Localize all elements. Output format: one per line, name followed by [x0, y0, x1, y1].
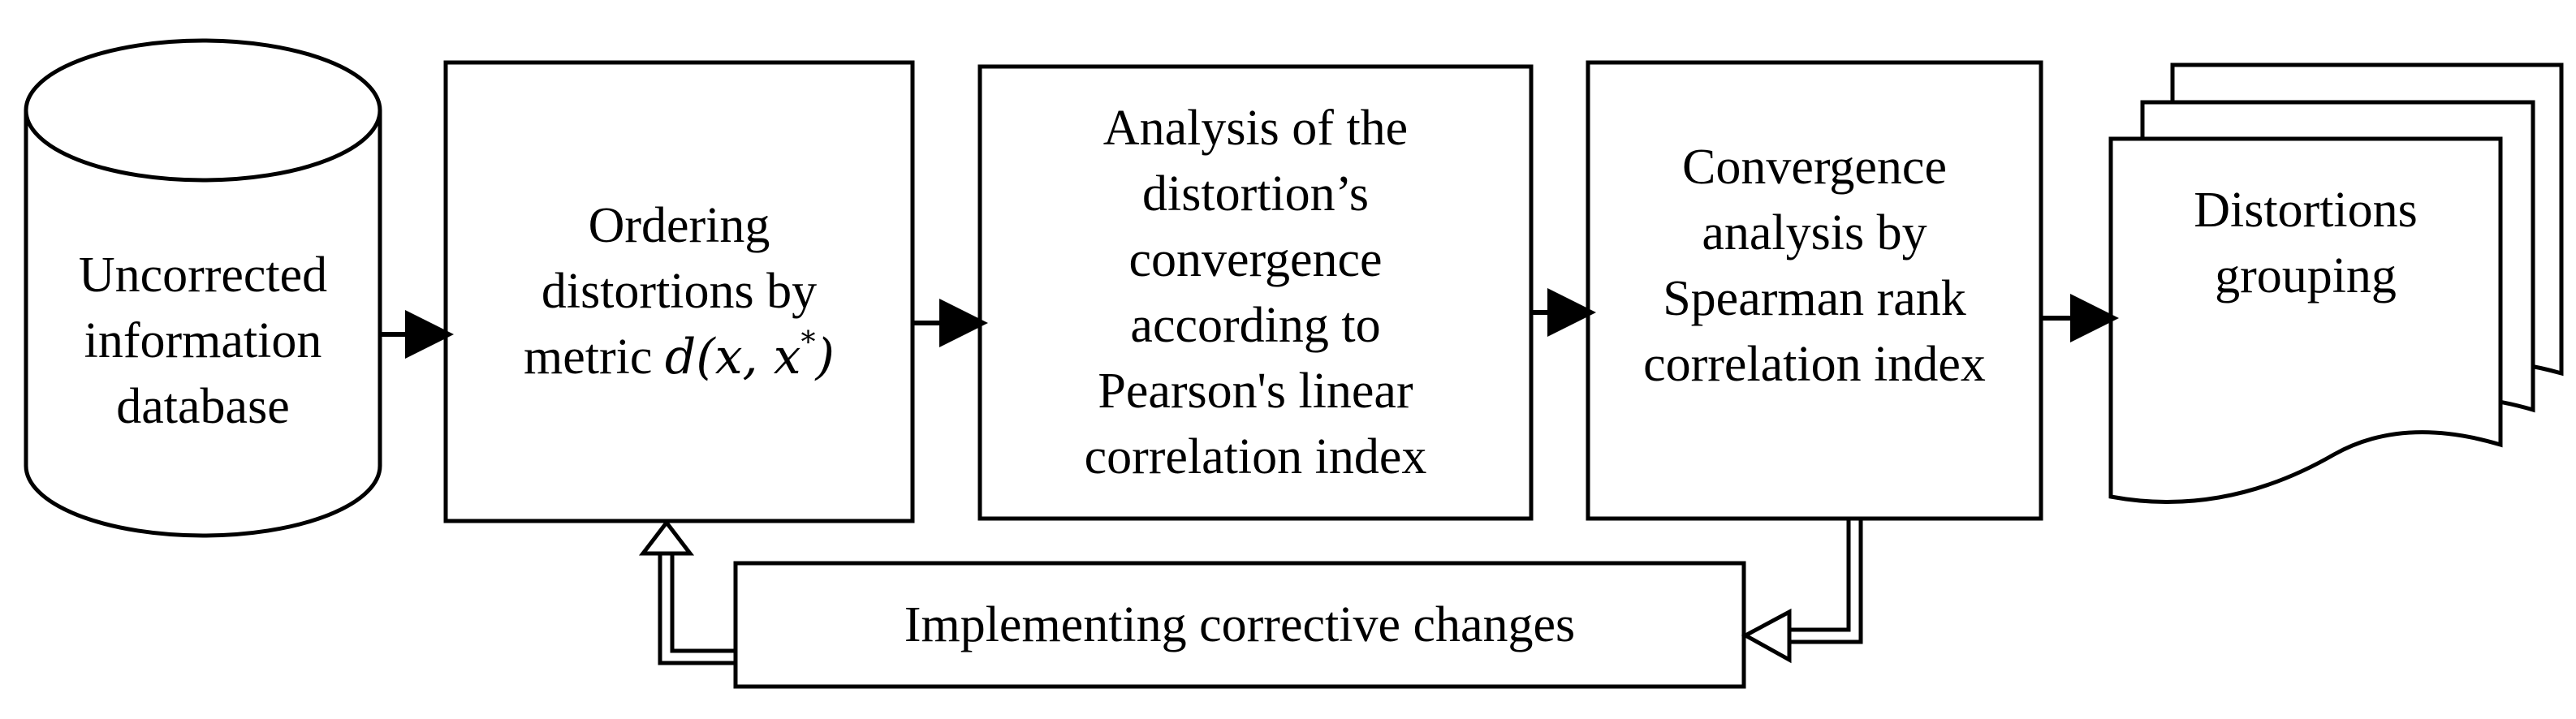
corrective-box [733, 561, 1746, 689]
feedback-arrow-corrective-to-ordering [638, 519, 736, 665]
spearman-box [1586, 60, 2043, 521]
database-cylinder-icon [24, 38, 382, 538]
ordering-box [443, 60, 915, 523]
feedback-arrow-spearman-to-corrective [1741, 519, 1863, 664]
stacked-documents-icon [2108, 62, 2564, 504]
pearson-box [977, 64, 1534, 521]
